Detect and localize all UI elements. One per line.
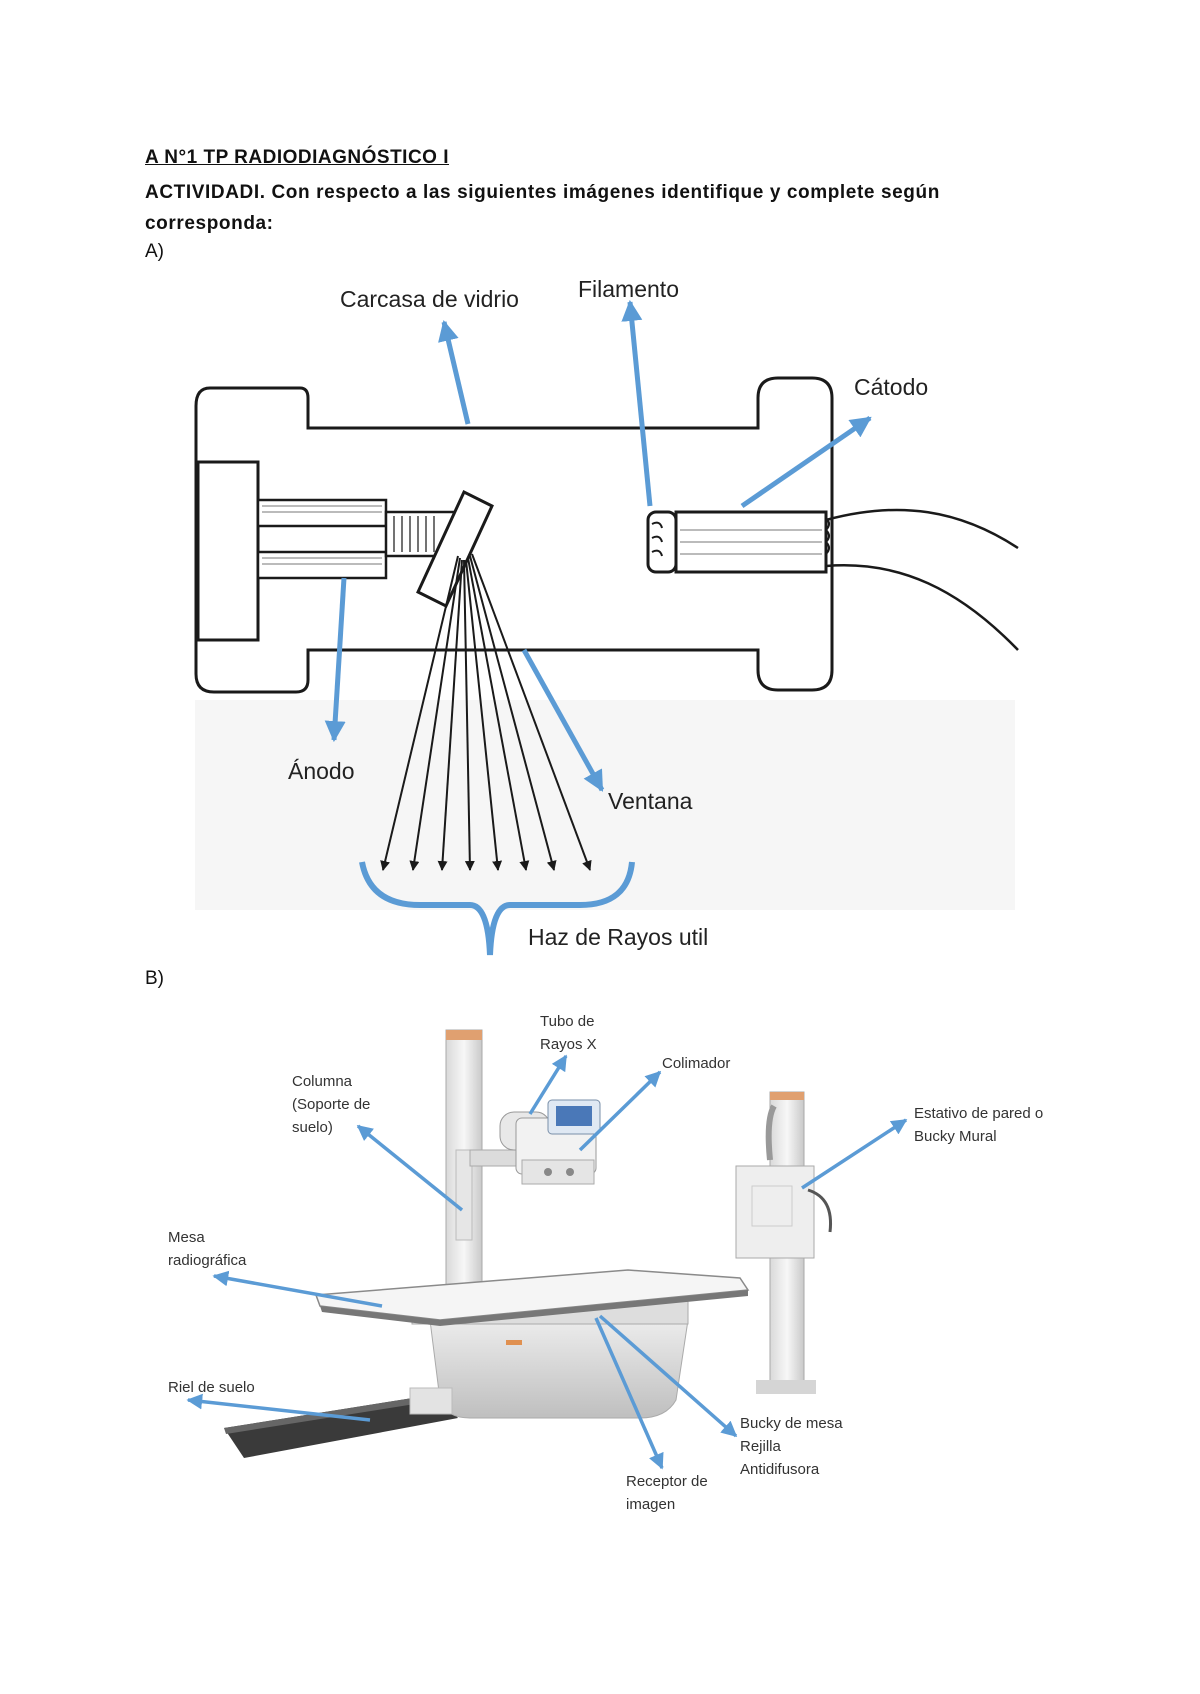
arrow-estativo xyxy=(801,1118,908,1190)
activity-instructions: ACTIVIDADI. Con respecto a las siguiente… xyxy=(145,177,1045,239)
label-estativo: Estativo de pared o Bucky Mural xyxy=(914,1102,1043,1148)
section-b-label: B) xyxy=(145,968,164,989)
arrow-filamento xyxy=(621,299,653,507)
label-bucky-line-1: Bucky de mesa xyxy=(740,1415,843,1432)
label-estativo-line-2: Bucky Mural xyxy=(914,1128,997,1145)
arrow-ventana xyxy=(521,648,605,792)
label-estativo-line-1: Estativo de pared o xyxy=(914,1105,1044,1122)
arrow-receptor xyxy=(594,1317,664,1470)
label-ventana: Ventana xyxy=(608,788,693,814)
cable xyxy=(825,564,1019,651)
arrow-anodo xyxy=(324,577,347,743)
arrow-catodo xyxy=(740,415,872,509)
arrow-mesa xyxy=(212,1270,383,1308)
arrow-riel xyxy=(186,1393,371,1422)
xray-beam xyxy=(380,553,592,871)
label-colimador: Colimador xyxy=(662,1055,731,1072)
arrow-tubo xyxy=(528,1054,568,1115)
label-bucky-line-3: Antidifusora xyxy=(740,1461,820,1478)
label-columna-line-2: (Soporte de xyxy=(292,1096,371,1113)
label-haz: Haz de Rayos util xyxy=(528,924,709,950)
label-tubo-line-1: Tubo de xyxy=(540,1013,595,1030)
floor-column xyxy=(445,1029,521,1299)
label-catodo: Cátodo xyxy=(854,374,929,400)
label-receptor-line-2: imagen xyxy=(626,1496,676,1513)
beam-brace xyxy=(359,861,635,956)
floor-rail xyxy=(224,1394,458,1458)
label-columna-line-1: Columna xyxy=(292,1073,353,1090)
label-mesa-line-1: Mesa xyxy=(168,1229,205,1246)
activity-line-2: corresponda: xyxy=(145,213,274,234)
label-columna-line-3: suelo) xyxy=(292,1119,333,1136)
anode-stem xyxy=(256,498,462,580)
xray-tube-unit xyxy=(499,1099,601,1185)
label-tubo-line-2: Rayos X xyxy=(540,1036,597,1053)
label-anodo: Ánodo xyxy=(288,758,355,784)
label-columna: Columna (Soporte de suelo) xyxy=(292,1070,370,1139)
label-receptor-line-1: Receptor de xyxy=(626,1473,708,1490)
label-mesa: Mesa radiográfica xyxy=(168,1226,246,1272)
label-bucky: Bucky de mesa Rejilla Antidifusora xyxy=(740,1412,843,1481)
arrow-colimador xyxy=(578,1070,662,1152)
page-title: A N°1 TP RADIODIAGNÓSTICO I xyxy=(145,147,450,168)
label-riel: Riel de suelo xyxy=(168,1379,255,1396)
cathode-assembly xyxy=(646,510,830,574)
section-a-label: A) xyxy=(145,241,164,262)
label-receptor: Receptor de imagen xyxy=(626,1470,708,1516)
arrow-bucky xyxy=(598,1314,738,1438)
anode-target xyxy=(416,489,494,609)
wall-stand xyxy=(735,1091,833,1394)
arrow-carcasa xyxy=(438,319,471,425)
arrow-columna xyxy=(356,1124,464,1212)
label-tubo: Tubo de Rayos X xyxy=(540,1010,597,1056)
label-carcasa: Carcasa de vidrio xyxy=(340,286,519,312)
anode-housing xyxy=(196,460,260,642)
label-mesa-line-2: radiográfica xyxy=(168,1252,247,1269)
cable xyxy=(825,508,1019,550)
glass-envelope xyxy=(194,376,834,694)
label-filamento: Filamento xyxy=(578,276,679,302)
activity-line-1: ACTIVIDADI. Con respecto a las siguiente… xyxy=(145,182,940,203)
label-bucky-line-2: Rejilla xyxy=(740,1438,781,1455)
